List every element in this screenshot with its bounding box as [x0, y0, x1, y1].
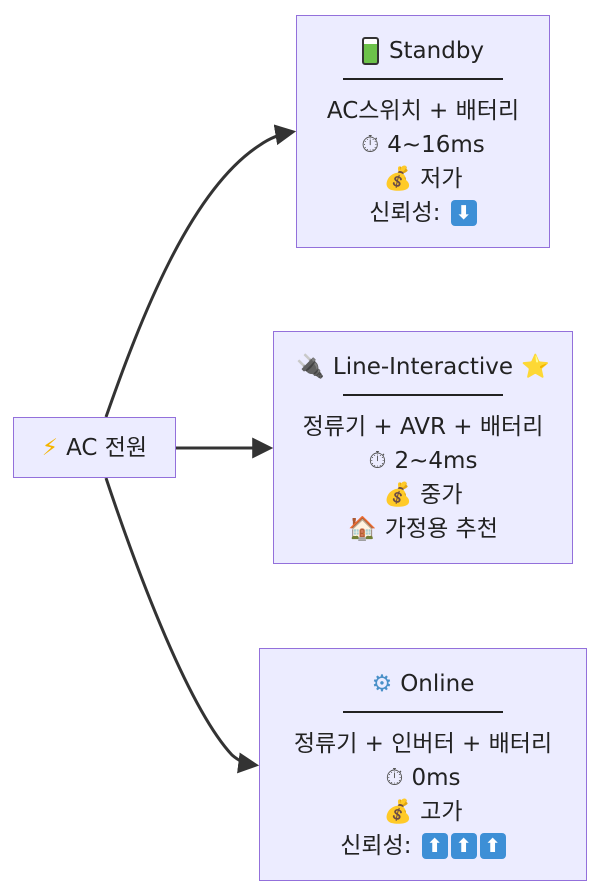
edge-to-standby — [104, 124, 297, 418]
node-standby-title: Standby — [388, 37, 485, 64]
node-standby-reliability-row: 신뢰성: ⬇ — [369, 196, 477, 230]
node-standby-title-row: Standby — [361, 34, 485, 68]
node-online-transfer-time-row: ⏱ 0ms — [386, 761, 461, 795]
up-arrow-icon: ⬆ — [450, 833, 477, 859]
star-icon: ⭐ — [521, 353, 550, 380]
lightning-icon: ⚡ — [41, 434, 59, 461]
node-ac-power-label: AC 전원 — [66, 434, 148, 461]
node-line-interactive-recommend: 가정용 추천 — [384, 515, 498, 542]
house-icon: 🏠 — [348, 515, 377, 542]
money-bag-icon: 💰 — [383, 165, 413, 192]
divider — [343, 393, 503, 396]
node-line-interactive-title-row: 🔌 Line-Interactive ⭐ — [296, 350, 549, 384]
node-online-price: 고가 — [420, 798, 463, 825]
node-standby-reliability-label: 신뢰성: — [369, 199, 441, 226]
node-standby-components: AC스위치 + 배터리 — [326, 97, 520, 124]
node-online-components: 정류기 + 인버터 + 배터리 — [293, 730, 553, 757]
down-arrow-icon: ⬇ — [450, 200, 477, 226]
node-line-interactive-recommend-row: 🏠 가정용 추천 — [348, 512, 498, 546]
node-ac-power: ⚡ AC 전원 — [13, 417, 176, 478]
node-standby-price: 저가 — [420, 165, 463, 192]
node-line-interactive-title: Line-Interactive — [332, 353, 514, 380]
node-line-interactive-transfer-time-row: ⏱ 2~4ms — [369, 444, 478, 478]
node-line-interactive-price: 중가 — [420, 481, 463, 508]
node-standby-transfer-time-row: ⏱ 4~16ms — [361, 128, 485, 162]
money-bag-icon: 💰 — [383, 481, 413, 508]
stopwatch-icon: ⏱ — [385, 764, 404, 791]
gear-icon: ⚙ — [371, 670, 393, 697]
node-line-interactive-transfer-time: 2~4ms — [394, 447, 478, 474]
node-standby-transfer-time: 4~16ms — [387, 131, 485, 158]
node-online: ⚙Online 정류기 + 인버터 + 배터리 ⏱0ms 💰고가 신뢰성: ⬆⬆… — [259, 648, 587, 881]
node-online-reliability-label: 신뢰성: — [340, 832, 412, 859]
node-standby-price-row: 💰 저가 — [384, 162, 463, 196]
node-line-interactive-components: 정류기 + AVR + 배터리 — [302, 413, 544, 440]
plug-icon: 🔌 — [296, 353, 325, 380]
node-online-reliability-row: 신뢰성: ⬆⬆⬆ — [340, 829, 506, 863]
node-online-title-row: ⚙ Online — [372, 667, 475, 701]
node-line-interactive: 🔌 Line-Interactive ⭐ 정류기 + AVR + 배터리 ⏱ 2~4m… — [273, 331, 573, 564]
node-online-title: Online — [400, 670, 475, 697]
node-online-price-row: 💰 고가 — [384, 795, 463, 829]
node-line-interactive-price-row: 💰 중가 — [384, 478, 463, 512]
node-standby: Standby AC스위치 + 배터리 ⏱ 4~16ms 💰 저가 신뢰성: ⬇ — [296, 15, 550, 248]
stopwatch-icon: ⏱ — [361, 131, 380, 158]
divider — [343, 77, 503, 80]
money-bag-icon: 💰 — [383, 798, 413, 825]
stopwatch-icon: ⏱ — [368, 447, 387, 474]
up-arrow-icon: ⬆ — [479, 833, 506, 859]
battery-icon — [361, 37, 379, 65]
up-arrow-icon: ⬆ — [421, 833, 448, 859]
divider — [343, 710, 503, 713]
edge-to-online — [104, 477, 260, 774]
node-online-transfer-time: 0ms — [411, 764, 461, 791]
